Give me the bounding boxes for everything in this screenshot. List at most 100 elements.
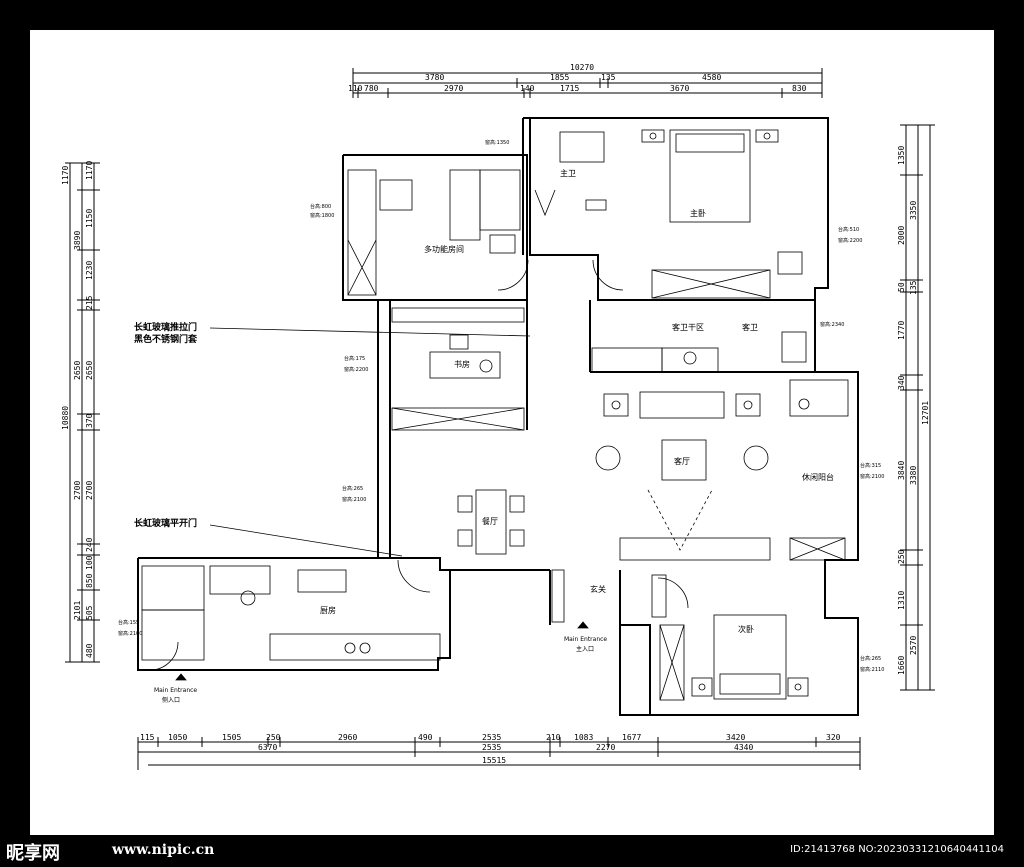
- room-label-master-bath: 主卫: [560, 168, 576, 178]
- room-label-entry: 玄关: [590, 584, 606, 594]
- dim-right-1-2: 50: [897, 282, 906, 292]
- dim-bottom-1-10: 3420: [726, 733, 745, 742]
- dim-bottom-total: 15515: [482, 756, 506, 765]
- dim-left-2-3: 2101: [73, 601, 82, 620]
- dim-bottom-1-5: 490: [418, 733, 433, 742]
- label-swing-door: 长虹玻璃平开门: [134, 517, 197, 529]
- dim-bottom-1-11: 320: [826, 733, 841, 742]
- dim-left-1-6: 2700: [85, 481, 94, 500]
- dim-right-2-2: 3380: [909, 466, 918, 485]
- dim-left-1-8: 100: [85, 555, 94, 570]
- note-5: 窗高:2200: [838, 237, 862, 244]
- image-id: ID:21413768 NO:20230331210640441104: [790, 844, 1004, 855]
- dim-bottom-2-3: 4340: [734, 743, 753, 752]
- dim-left-1-1: 1150: [85, 209, 94, 228]
- note-9: 台高:265: [342, 485, 363, 492]
- note-4: 台高:510: [838, 226, 859, 233]
- dim-top-2-0: 110: [348, 84, 363, 93]
- room-label-study: 书房: [454, 359, 470, 369]
- label-door-frame: 黑色不锈钢门套: [134, 333, 198, 345]
- drawing-sheet: 主卫 主卧 多功能房间 书房 客卫干区 客卫 客厅 休闲阳台 餐厅 厨房 玄关 …: [30, 30, 994, 835]
- dim-right-1-6: 250: [897, 549, 906, 564]
- dim-bottom-2-1: 2535: [482, 743, 501, 752]
- dim-left-1-0: 1170: [61, 166, 70, 185]
- dim-right-2-1: 135: [909, 280, 918, 295]
- dim-top-2-4: 1715: [560, 84, 579, 93]
- room-label-second-bed: 次卧: [738, 624, 754, 634]
- dim-right-1-4: 340: [897, 375, 906, 390]
- note-1: 窗高:1350: [485, 139, 509, 146]
- dimension-lines-left: [65, 162, 100, 663]
- dim-bottom-2-2: 2270: [596, 743, 615, 752]
- dim-right-total: 12701: [921, 401, 930, 425]
- dim-left-1-10: 505: [85, 605, 94, 620]
- dim-left-total: 10880: [61, 406, 70, 430]
- note-8: 窗高:2200: [344, 366, 368, 373]
- note-12: 窗高:2100: [860, 473, 884, 480]
- dim-top-1-1: 1855: [550, 73, 569, 82]
- dim-top-2-3: 140: [520, 84, 535, 93]
- dim-left-2-2: 2700: [73, 481, 82, 500]
- dim-right-1-3: 1770: [897, 321, 906, 340]
- kitchen-entrance-en: Main Entrance: [154, 687, 197, 694]
- dim-right-1-1: 2000: [897, 226, 906, 245]
- label-sliding-door: 长虹玻璃推拉门: [134, 321, 197, 333]
- dimension-lines-top: [352, 68, 823, 98]
- dim-bottom-1-7: 210: [546, 733, 561, 742]
- dim-left-2-0: 3890: [73, 231, 82, 250]
- furniture: [141, 129, 849, 701]
- dim-top-1-2: 135: [601, 73, 616, 82]
- note-14: 窗高:2100: [118, 630, 142, 637]
- dim-right-2-3: 2570: [909, 636, 918, 655]
- site-url: www.nipic.cn: [112, 842, 215, 858]
- room-label-multi-room: 多功能房间: [424, 244, 464, 254]
- dim-left-1-5: 370: [85, 413, 94, 428]
- dim-left-1-3: 215: [85, 295, 94, 310]
- note-15: 台高:265: [860, 655, 881, 662]
- note-10: 窗高:2100: [342, 496, 366, 503]
- note-2: 台高:800: [310, 203, 331, 210]
- note-16: 窗高:2110: [860, 666, 884, 673]
- room-label-kitchen: 厨房: [320, 605, 336, 615]
- dim-bottom-1-4: 2960: [338, 733, 357, 742]
- dim-right-1-5: 3840: [897, 461, 906, 480]
- dim-left-2-1: 2650: [73, 361, 82, 380]
- main-entrance-cn: 主入口: [576, 645, 594, 653]
- dim-bottom-1-3: 250: [266, 733, 281, 742]
- dims-left: 1170 1170 1150 1230 215 2650 370 2700 24…: [61, 161, 94, 658]
- dim-bottom-2-0: 6370: [258, 743, 277, 752]
- walls: [137, 117, 859, 716]
- dim-right-1-7: 1310: [897, 591, 906, 610]
- dim-top-2-1: 780: [364, 84, 379, 93]
- dim-left-1-9: 850: [85, 573, 94, 588]
- dim-top-total: 10270: [570, 63, 594, 72]
- dims-right: 1350 2000 50 1770 340 3840 250 1310 1660…: [897, 146, 930, 675]
- room-label-guest-bath: 客卫: [742, 322, 758, 332]
- room-label-living: 客厅: [674, 456, 690, 466]
- dim-top-2-5: 3670: [670, 84, 689, 93]
- dim-left-1-4: 2650: [85, 361, 94, 380]
- dim-right-1-8: 1660: [897, 656, 906, 675]
- dim-left-1-2: 1230: [85, 261, 94, 280]
- dimension-lines-bottom: [137, 737, 861, 770]
- dim-bottom-1-9: 1677: [622, 733, 641, 742]
- room-label-leisure: 休闲阳台: [802, 472, 834, 482]
- note-13: 台高:155: [118, 619, 139, 626]
- dim-bottom-1-1: 1050: [168, 733, 187, 742]
- room-label-dining: 餐厅: [482, 517, 498, 526]
- dim-top-2-2: 2970: [444, 84, 463, 93]
- dim-left-1-7: 240: [85, 537, 94, 552]
- main-entrance-en: Main Entrance: [564, 636, 607, 643]
- dim-left-1-11: 480: [85, 643, 94, 658]
- watermark-footer: 昵享网 www.nipic.cn ID:21413768 NO:20230331…: [0, 835, 1024, 867]
- dim-bottom-1-6: 2535: [482, 733, 501, 742]
- dim-top-2-6: 830: [792, 84, 807, 93]
- dim-bottom-1-2: 1505: [222, 733, 241, 742]
- room-label-guest-bath-dry: 客卫干区: [672, 322, 704, 332]
- floor-plan: 主卫 主卧 多功能房间 书房 客卫干区 客卫 客厅 休闲阳台 餐厅 厨房 玄关 …: [61, 63, 935, 770]
- note-7: 台高:175: [344, 355, 365, 362]
- dim-bottom-1-8: 1083: [574, 733, 593, 742]
- dimension-lines-right: [900, 124, 935, 691]
- note-11: 台高:315: [860, 462, 881, 469]
- kitchen-entrance-cn: 侧入口: [162, 696, 180, 704]
